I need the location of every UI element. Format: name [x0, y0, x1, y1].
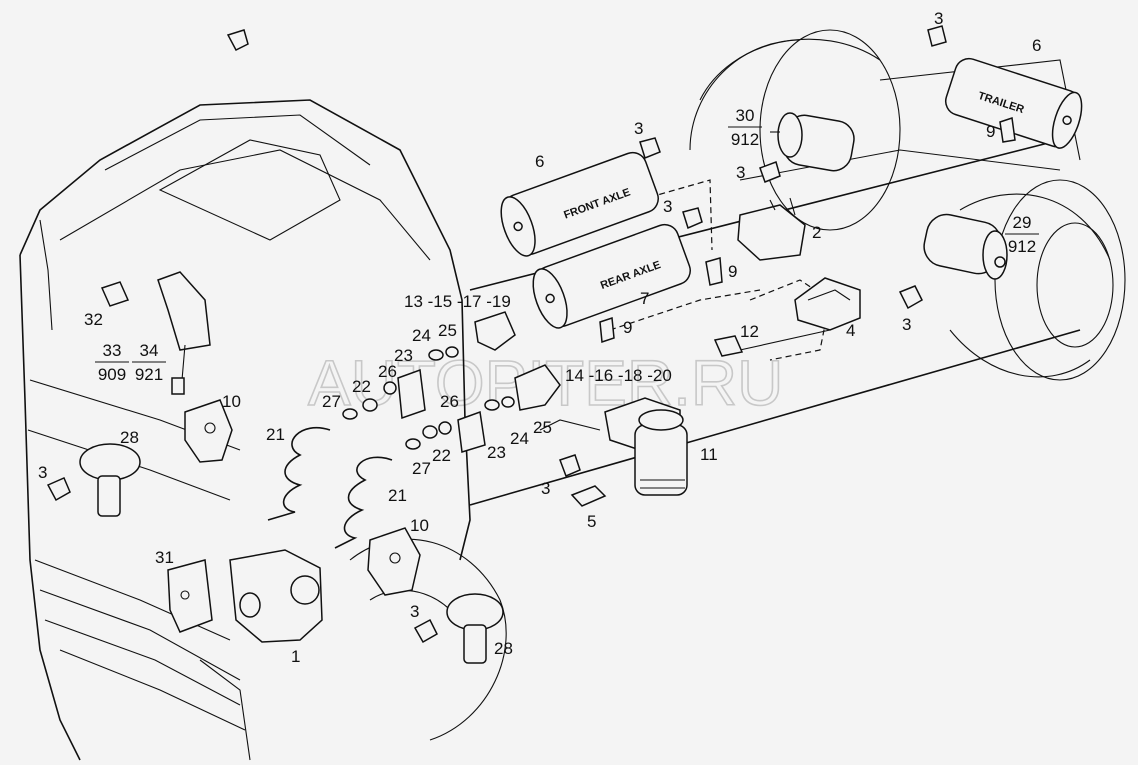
- component-4: [794, 277, 861, 331]
- label-3-f: 3: [541, 479, 550, 498]
- component-10-upper: [184, 399, 233, 463]
- label-9-a: 9: [728, 262, 737, 281]
- valve-14: [514, 364, 561, 411]
- label-21-a: 21: [266, 425, 285, 444]
- label-28-a: 28: [120, 428, 139, 447]
- tank-trailer: TRAILER: [944, 57, 1083, 149]
- fraction-33-num: 33: [103, 341, 122, 360]
- label-25-b: 25: [533, 418, 552, 437]
- fraction-30-912: 30 912: [728, 106, 762, 149]
- fraction-30-num: 30: [736, 106, 755, 125]
- label-24-a: 24: [412, 326, 431, 345]
- truck-cab: [19, 99, 507, 761]
- connector-lines: [539, 179, 831, 431]
- label-23-b: 23: [487, 443, 506, 462]
- label-13-15-17-19: 13 -15 -17 -19: [404, 292, 511, 311]
- component-10-lower: [367, 527, 421, 596]
- hose-21-right: [334, 456, 393, 549]
- bracket-23-lower: [457, 410, 486, 453]
- label-3-a: 3: [634, 119, 643, 138]
- valve-13: [474, 311, 516, 351]
- fraction-29-den: 912: [1008, 237, 1036, 256]
- fitting-top-right: [927, 25, 947, 47]
- label-5: 5: [587, 512, 596, 531]
- label-3-e: 3: [38, 463, 47, 482]
- label-26-a: 26: [378, 362, 397, 381]
- label-2: 2: [812, 223, 821, 242]
- hose-21-left: [267, 427, 331, 521]
- tank-rear-axle: REAR AXLE: [532, 223, 691, 329]
- fraction-29-912: 29 912: [1005, 213, 1039, 256]
- fraction-29-num: 29: [1013, 213, 1032, 232]
- label-3-top: 3: [934, 9, 943, 28]
- label-10-b: 10: [410, 516, 429, 535]
- fraction-34-den: 921: [135, 365, 163, 384]
- label-6-trailer: 6: [1032, 36, 1041, 55]
- brake-chamber-30: [770, 112, 855, 172]
- brake-chamber-29: [923, 213, 1008, 280]
- washers: [342, 346, 515, 450]
- label-3-g: 3: [410, 602, 419, 621]
- part-labels: 1 2 3 3 3 3 3 3 3 3 4 5 6 6 7 9 9 9 10 1…: [38, 9, 1041, 666]
- bracket-23-upper: [397, 368, 426, 420]
- tank-front-axle: FRONT AXLE: [500, 151, 659, 257]
- label-32: 32: [84, 310, 103, 329]
- fraction-34-921: 34 921: [132, 341, 166, 384]
- component-2: [737, 197, 806, 261]
- label-9-c: 9: [986, 122, 995, 141]
- label-14-16-18-20: 14 -16 -18 -20: [565, 366, 672, 385]
- label-21-b: 21: [388, 486, 407, 505]
- label-22-b: 22: [432, 446, 451, 465]
- label-1: 1: [291, 647, 300, 666]
- label-27-b: 27: [412, 459, 431, 478]
- label-3-d: 3: [902, 315, 911, 334]
- label-11: 11: [700, 445, 718, 464]
- component-11-air-dryer: [604, 397, 688, 496]
- label-3-c: 3: [736, 163, 745, 182]
- label-27-a: 27: [322, 392, 341, 411]
- fraction-34-num: 34: [140, 341, 159, 360]
- label-28-b: 28: [494, 639, 513, 658]
- label-26-b: 26: [440, 392, 459, 411]
- label-10-a: 10: [222, 392, 241, 411]
- component-1: [229, 549, 323, 643]
- label-7: 7: [640, 289, 649, 308]
- component-31: [167, 559, 213, 633]
- label-6-front: 6: [535, 152, 544, 171]
- label-4: 4: [846, 321, 855, 340]
- component-28-lower: [446, 593, 504, 664]
- label-3-b: 3: [663, 197, 672, 216]
- fraction-33-den: 909: [98, 365, 126, 384]
- label-12: 12: [740, 322, 759, 341]
- label-22-a: 22: [352, 377, 371, 396]
- component-28-upper: [79, 443, 141, 517]
- fraction-30-den: 912: [731, 130, 759, 149]
- fraction-33-909: 33 909: [95, 341, 129, 384]
- label-9-b: 9: [623, 318, 632, 337]
- label-25-a: 25: [438, 321, 457, 340]
- label-31: 31: [155, 548, 174, 567]
- label-24-b: 24: [510, 429, 529, 448]
- fittings: [46, 29, 1016, 644]
- label-23-a: 23: [394, 346, 413, 365]
